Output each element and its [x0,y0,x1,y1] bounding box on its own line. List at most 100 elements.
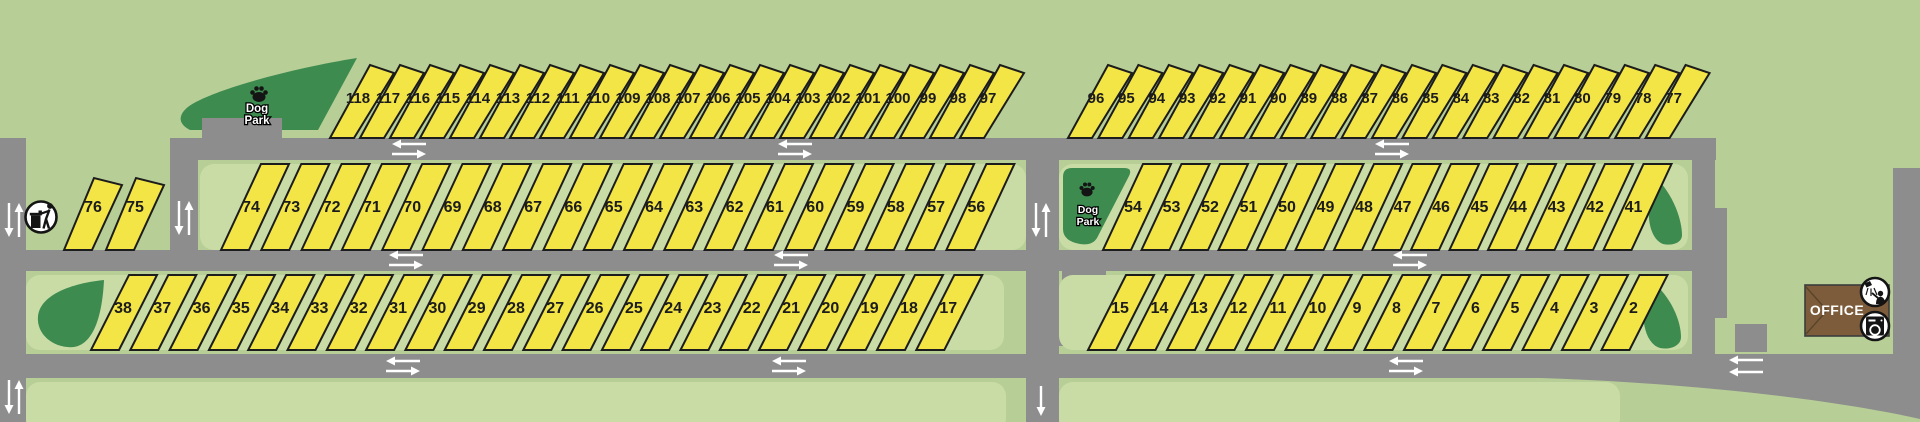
site-number: 10 [1309,300,1327,317]
site-78: 78 [1613,63,1681,139]
site-21: 21 [757,274,827,351]
site-45: 45 [1447,163,1520,251]
site-number: 29 [468,300,486,317]
dog-park-top-label-group: Dog Park [243,86,271,128]
site-number: 71 [363,199,381,216]
dog-park-pad [202,118,282,160]
site-34: 34 [246,274,316,351]
site-114: 114 [448,63,516,139]
site-number: 111 [556,90,579,107]
site-115: 115 [418,63,486,139]
laundry-icon [1859,310,1891,342]
site-116: 116 [388,63,456,139]
green-strip-southeast [1059,382,1620,422]
road-middle [0,250,1715,271]
site-number: 65 [605,199,623,216]
site-number: 73 [282,199,300,216]
site-60: 60 [783,163,855,251]
site-27: 27 [521,274,591,351]
site-94: 94 [1127,63,1195,139]
site-95: 95 [1096,63,1164,139]
site-66: 66 [541,163,613,251]
site-113: 113 [478,63,546,139]
site-50: 50 [1255,163,1327,251]
site-number: 50 [1278,199,1296,216]
road-north [170,138,1716,160]
site-number: 19 [861,300,879,317]
site-65: 65 [582,163,654,251]
site-number: 4 [1550,300,1559,317]
dog-park-right-label-line2: Park [1077,216,1100,228]
site-69: 69 [420,163,493,251]
site-41: 41 [1601,163,1674,251]
site-number: 44 [1509,199,1527,216]
site-3: 3 [1560,274,1630,351]
site-number: 82 [1513,90,1530,107]
site-number: 53 [1163,199,1181,216]
site-number: 32 [350,300,368,317]
site-28: 28 [482,274,552,351]
site-number: 13 [1190,300,1208,317]
site-number: 18 [900,300,918,317]
site-107: 107 [658,63,726,139]
site-number: 112 [526,90,550,107]
site-number: 5 [1511,300,1520,317]
site-62: 62 [703,163,775,251]
site-61: 61 [743,163,815,251]
site-71: 71 [340,163,412,251]
site-number: 113 [496,90,520,107]
site-56: 56 [944,163,1016,251]
site-102: 102 [808,63,876,139]
dog-park-area-top [180,58,357,130]
site-number: 12 [1230,300,1248,317]
site-6: 6 [1441,274,1512,351]
site-number: 69 [444,199,462,216]
site-number: 26 [586,300,604,317]
site-number: 102 [825,90,850,107]
site-number: 22 [743,300,761,317]
site-number: 61 [766,199,784,216]
green-strip-southwest [26,382,1006,422]
site-63: 63 [662,163,734,251]
site-number: 7 [1432,300,1441,317]
site-108: 108 [628,63,696,139]
site-number: 74 [242,199,260,216]
site-number: 34 [271,300,289,317]
site-number: 8 [1392,300,1401,317]
site-22: 22 [718,274,788,351]
site-number: 60 [806,199,824,216]
site-number: 68 [484,199,502,216]
site-77: 77 [1643,63,1712,139]
office-roof-lines [1805,286,1828,335]
site-number: 64 [645,199,663,216]
site-98: 98 [928,63,996,139]
site-103: 103 [778,63,846,139]
road-west [0,138,26,422]
site-52: 52 [1178,163,1250,251]
site-number: 67 [524,199,542,216]
site-number: 27 [546,300,564,317]
site-26: 26 [560,274,631,351]
site-73: 73 [259,163,331,251]
site-101: 101 [838,63,906,139]
site-number: 85 [1422,90,1439,107]
site-number: 70 [403,199,421,216]
site-number: 52 [1201,199,1219,216]
site-48: 48 [1332,163,1404,251]
site-number: 101 [855,90,880,107]
site-number: 28 [507,300,525,317]
site-number: 89 [1300,90,1317,107]
site-10: 10 [1283,274,1354,351]
site-84: 84 [1431,63,1499,139]
site-number: 108 [645,90,670,107]
site-number: 63 [685,199,703,216]
site-47: 47 [1370,163,1443,251]
site-number: 90 [1270,90,1287,107]
roads [0,138,1920,422]
site-92: 92 [1187,63,1256,139]
site-86: 86 [1370,63,1438,139]
site-number: 51 [1240,199,1258,216]
site-57: 57 [904,163,976,251]
site-number: 33 [311,300,329,317]
site-37: 37 [128,274,198,351]
